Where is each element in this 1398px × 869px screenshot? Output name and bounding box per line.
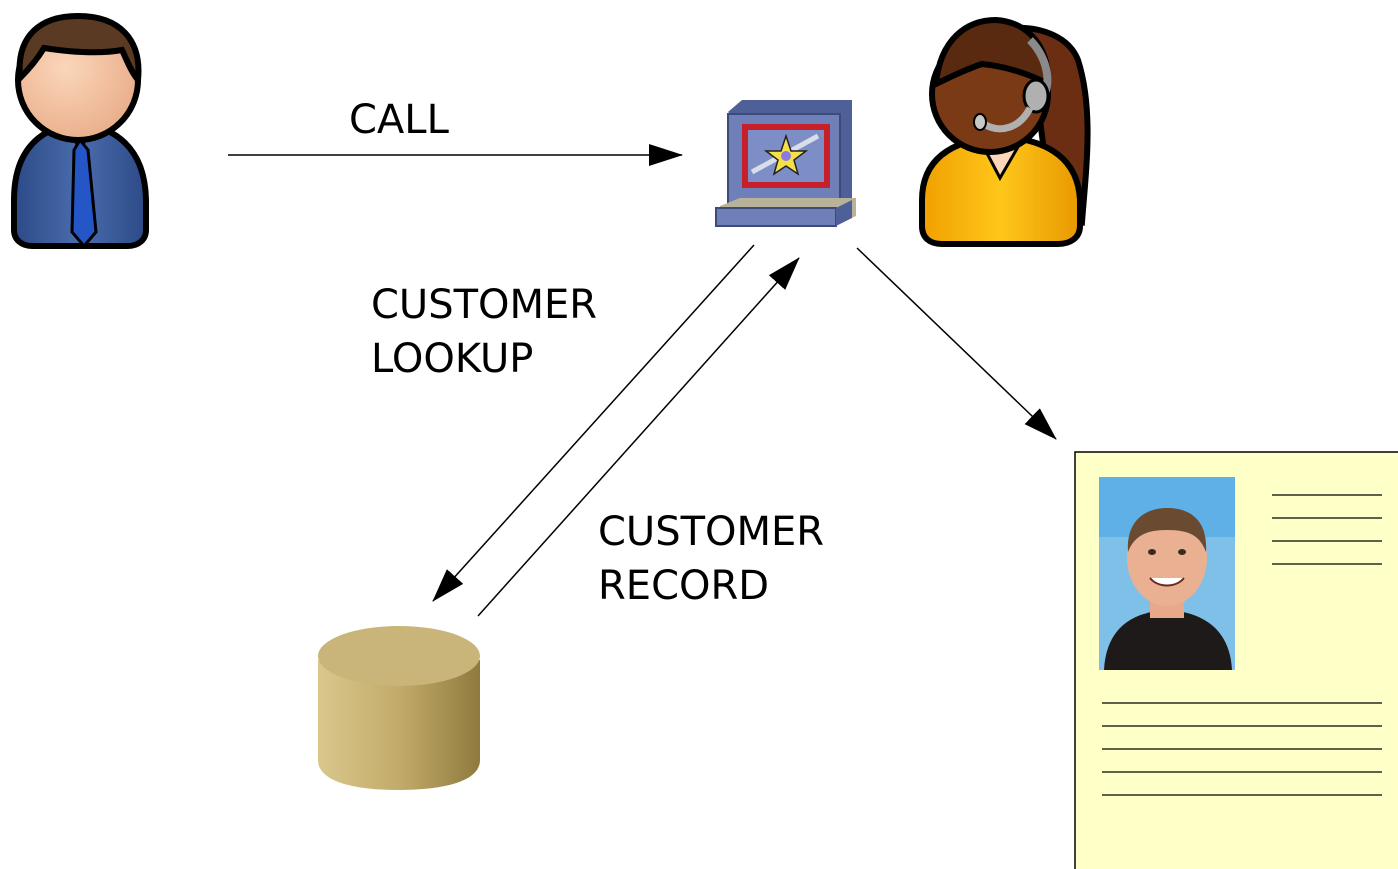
customer-record-line-1: CUSTOMER bbox=[598, 509, 825, 555]
customer-lookup-line-1: CUSTOMER bbox=[371, 282, 598, 328]
customer-record-label: CUSTOMER RECORD bbox=[598, 505, 824, 613]
customer-record-line-2: RECORD bbox=[598, 563, 770, 609]
call-center-agent-icon bbox=[919, 16, 1091, 247]
caller-person-icon bbox=[11, 12, 149, 249]
display-arrow bbox=[856, 247, 1057, 440]
call-label-text: CALL bbox=[349, 97, 449, 143]
customer-photo-icon bbox=[1099, 477, 1235, 670]
customer-lookup-line-2: LOOKUP bbox=[371, 336, 534, 382]
record-arrow bbox=[477, 257, 800, 617]
customer-record-card-icon bbox=[1074, 451, 1398, 869]
call-label: CALL bbox=[349, 93, 449, 147]
lookup-arrow bbox=[432, 244, 755, 602]
database-cylinder-icon bbox=[318, 626, 480, 790]
computer-terminal-icon bbox=[715, 100, 856, 227]
customer-lookup-label: CUSTOMER LOOKUP bbox=[371, 278, 597, 386]
record-text-lines bbox=[1102, 494, 1382, 796]
